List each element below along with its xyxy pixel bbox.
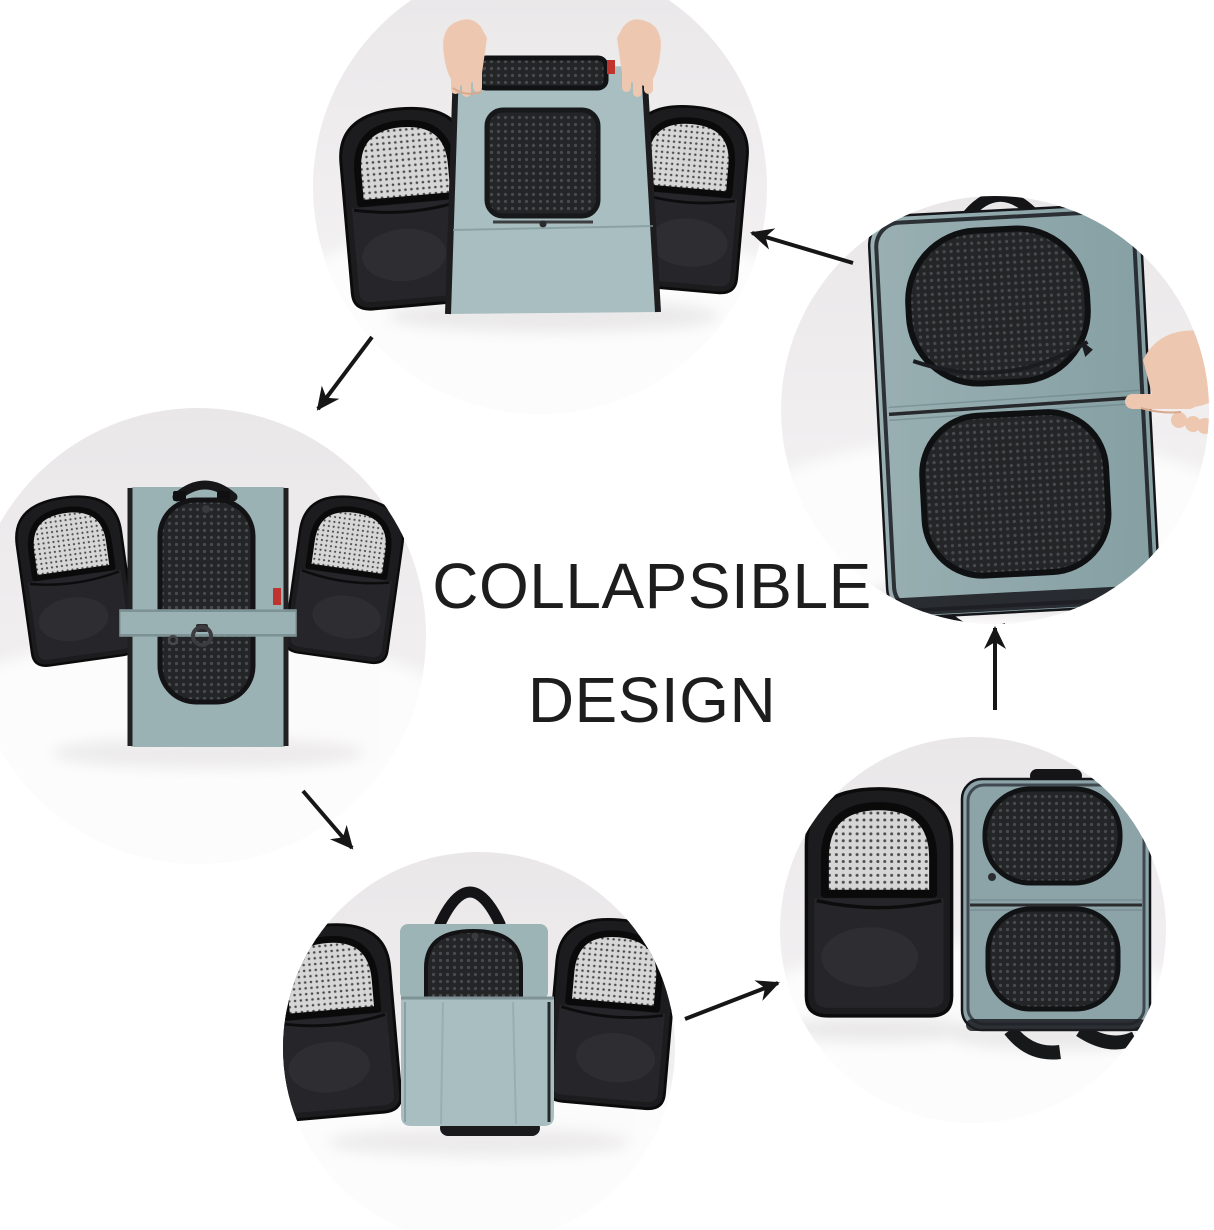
bottom-mesh-window	[985, 906, 1121, 1012]
side-pocket-left	[11, 490, 138, 667]
hand-right	[617, 19, 661, 97]
photo-stage4-carrier-folded-flat	[780, 737, 1166, 1123]
hand-pointing	[1125, 330, 1209, 434]
hand-left	[443, 19, 487, 97]
photo-stage5-carrier-assembled	[781, 196, 1209, 624]
side-pocket-detached	[806, 789, 951, 1016]
carry-handle	[434, 886, 506, 930]
brand-tag	[607, 60, 615, 74]
bottom-mesh-window	[919, 409, 1112, 579]
zipper	[988, 873, 996, 881]
photo-stage2-carrier-laid-flat	[0, 408, 426, 864]
d-ring	[191, 625, 213, 647]
shoulder-strap	[1076, 1024, 1139, 1050]
zipper	[912, 340, 1089, 375]
headline-line2: DESIGN	[527, 664, 777, 736]
shoulder-strap	[1039, 604, 1130, 624]
brand-tag	[273, 588, 281, 605]
arrow-stage3-to-stage4	[684, 980, 780, 1021]
carrier-front-panel	[445, 55, 661, 315]
top-mesh-window	[905, 225, 1091, 387]
carry-handle	[963, 196, 1037, 220]
back-mesh-pocket	[424, 928, 523, 1001]
carrier-front-folded	[960, 769, 1152, 1060]
side-pocket-left	[283, 920, 402, 1121]
carrier-center-panel	[119, 480, 297, 747]
carrier-folded	[400, 886, 554, 1136]
carrier-assembled	[867, 196, 1161, 624]
zipper	[202, 505, 210, 513]
zipper	[471, 932, 479, 940]
shoulder-strap	[935, 608, 1011, 624]
photo-stage3-carrier-folding	[283, 852, 675, 1230]
headline: COLLAPSIBLE DESIGN	[337, 554, 967, 732]
top-mesh-door	[475, 55, 609, 91]
mesh-runner	[157, 497, 256, 705]
photo-stage1-carrier-held-open	[313, 0, 767, 414]
headline-line1: COLLAPSIBLE	[432, 550, 872, 622]
side-pocket-right	[545, 915, 675, 1110]
top-mesh-window	[982, 786, 1123, 886]
front-flap	[401, 996, 554, 1126]
grommet	[167, 634, 179, 646]
mesh-window	[484, 107, 601, 219]
shoulder-strap	[1004, 1025, 1061, 1060]
